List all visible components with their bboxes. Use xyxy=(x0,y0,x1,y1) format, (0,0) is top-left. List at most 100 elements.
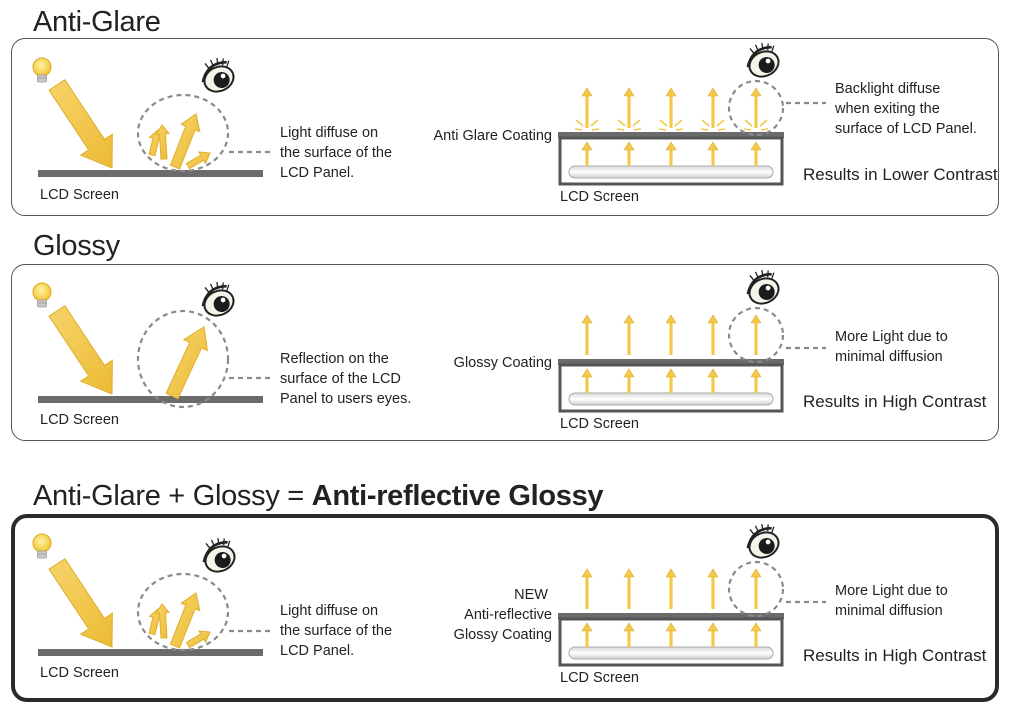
eye-icon xyxy=(746,270,780,305)
eye-lash xyxy=(204,63,210,70)
backlight-arrow-outer xyxy=(623,87,635,128)
arrow-head xyxy=(623,368,635,378)
arrow-head xyxy=(581,87,593,97)
arrow-head xyxy=(750,568,762,578)
backlight-arrow-inner xyxy=(750,141,762,166)
lcd-screen-label-right-2: LCD Screen xyxy=(560,416,639,432)
eye-lash xyxy=(771,45,775,52)
eye-lash xyxy=(209,283,214,291)
arrow-head xyxy=(623,141,635,151)
diffuse-ray xyxy=(759,119,768,127)
backlight-arrow-inner xyxy=(581,141,593,166)
backlight-arrow-outer xyxy=(707,87,719,128)
backlight-arrow-inner xyxy=(707,368,719,393)
result-label-3: Results in High Contrast xyxy=(803,646,987,665)
eye-lash xyxy=(216,58,219,66)
backlight-arrow-outer xyxy=(581,314,593,355)
bulb-base xyxy=(37,550,47,559)
diffusion-zone-circle-3 xyxy=(136,572,230,652)
eye-lash xyxy=(771,272,775,279)
arrow-head xyxy=(665,141,677,151)
backlight-arrow-outer xyxy=(707,314,719,355)
eye-lash xyxy=(749,529,755,536)
diffuse-ray xyxy=(701,119,710,127)
diffuse-ray xyxy=(617,119,626,127)
diffuse-ray xyxy=(760,128,769,131)
eye-lash xyxy=(222,58,224,66)
diffuse-ray xyxy=(633,128,642,131)
diffused-light-arrow-c-3 xyxy=(169,592,201,649)
backlight-arrow-outer xyxy=(623,314,635,355)
note-line-3-2: minimal diffusion xyxy=(835,603,943,619)
lcd-cross-section-3 xyxy=(558,568,784,667)
eye-lash xyxy=(216,282,219,290)
panel-glossy xyxy=(11,264,999,441)
eye-lash xyxy=(767,43,769,51)
bulb-base xyxy=(37,299,47,308)
viewing-zone-circle-3 xyxy=(727,560,785,618)
eye-pupil xyxy=(758,56,775,73)
light-bulb-icon xyxy=(32,282,52,308)
lcd-screen-surface-left-3 xyxy=(38,649,263,656)
diffuse-ray xyxy=(717,128,726,131)
backlight-arrow-inner xyxy=(750,368,762,393)
lcd-housing xyxy=(558,617,784,667)
diffused-light-arrow-b-1 xyxy=(155,124,171,160)
diffuse-ray xyxy=(590,119,599,127)
note-line-3-1: More Light due to xyxy=(835,583,948,599)
bulb-glass xyxy=(32,57,52,77)
diffuse-ray xyxy=(632,119,641,127)
backlight-arrow-inner xyxy=(623,622,635,647)
lcd-screen-label-right-1: LCD Screen xyxy=(560,189,639,205)
diffuse-ray xyxy=(674,119,683,127)
diffused-light-arrow-b-3 xyxy=(155,603,171,639)
note-line-2-1: More Light due to xyxy=(835,329,948,345)
eye-pupil xyxy=(758,283,775,300)
eye-icon xyxy=(202,538,236,573)
lcd-cross-section-2 xyxy=(558,314,784,413)
panel-anti-glare xyxy=(11,38,999,216)
eye-lash xyxy=(217,538,220,546)
coating-layer xyxy=(558,359,784,365)
arrow-head xyxy=(707,368,719,378)
arrow-head xyxy=(665,368,677,378)
coating-layer xyxy=(558,132,784,138)
eye-glint xyxy=(765,58,771,64)
eye-lash xyxy=(749,48,755,55)
arrow-head xyxy=(665,568,677,578)
eye-lash xyxy=(227,540,231,547)
arrow-head xyxy=(623,314,635,324)
arrow-head xyxy=(623,568,635,578)
eye-lash xyxy=(749,275,755,282)
arrow-head xyxy=(581,314,593,324)
diffusion-zone-circle-1 xyxy=(136,93,230,173)
eye-glint xyxy=(765,539,771,545)
eye-glint xyxy=(221,553,227,559)
arrow-head xyxy=(665,314,677,324)
diffuse-ray xyxy=(574,128,583,131)
backlight-arrow-outer xyxy=(665,568,677,609)
coating-label-3-line-1: NEW xyxy=(514,587,548,603)
lcd-screen-label-left-3: LCD Screen xyxy=(40,665,119,681)
note-line-2-2: minimal diffusion xyxy=(835,349,943,365)
eye-icon xyxy=(746,524,780,559)
arrow-head xyxy=(623,622,635,632)
backlight-arrow-outer xyxy=(623,568,635,609)
arrow-head xyxy=(623,87,635,97)
diffuse-ray xyxy=(591,128,600,131)
eye-lash xyxy=(226,60,230,67)
arrow-head xyxy=(707,622,719,632)
coating-label-2: Glossy Coating xyxy=(453,355,552,371)
backlight-arrow-outer xyxy=(665,87,677,128)
backlight-arrow-inner xyxy=(581,368,593,393)
reflection-zone-circle-2 xyxy=(136,309,230,409)
eye-pupil xyxy=(214,551,231,568)
backlight-arrow-outer xyxy=(707,568,719,609)
backlight-arrow-inner xyxy=(665,141,677,166)
section-title-glossy: Glossy xyxy=(33,230,120,262)
backlight-tube xyxy=(568,165,774,179)
description-line-1-2: the surface of the xyxy=(280,145,393,161)
backlight-arrow-inner xyxy=(581,622,593,647)
description-line-2-2: surface of the LCD xyxy=(280,371,401,387)
